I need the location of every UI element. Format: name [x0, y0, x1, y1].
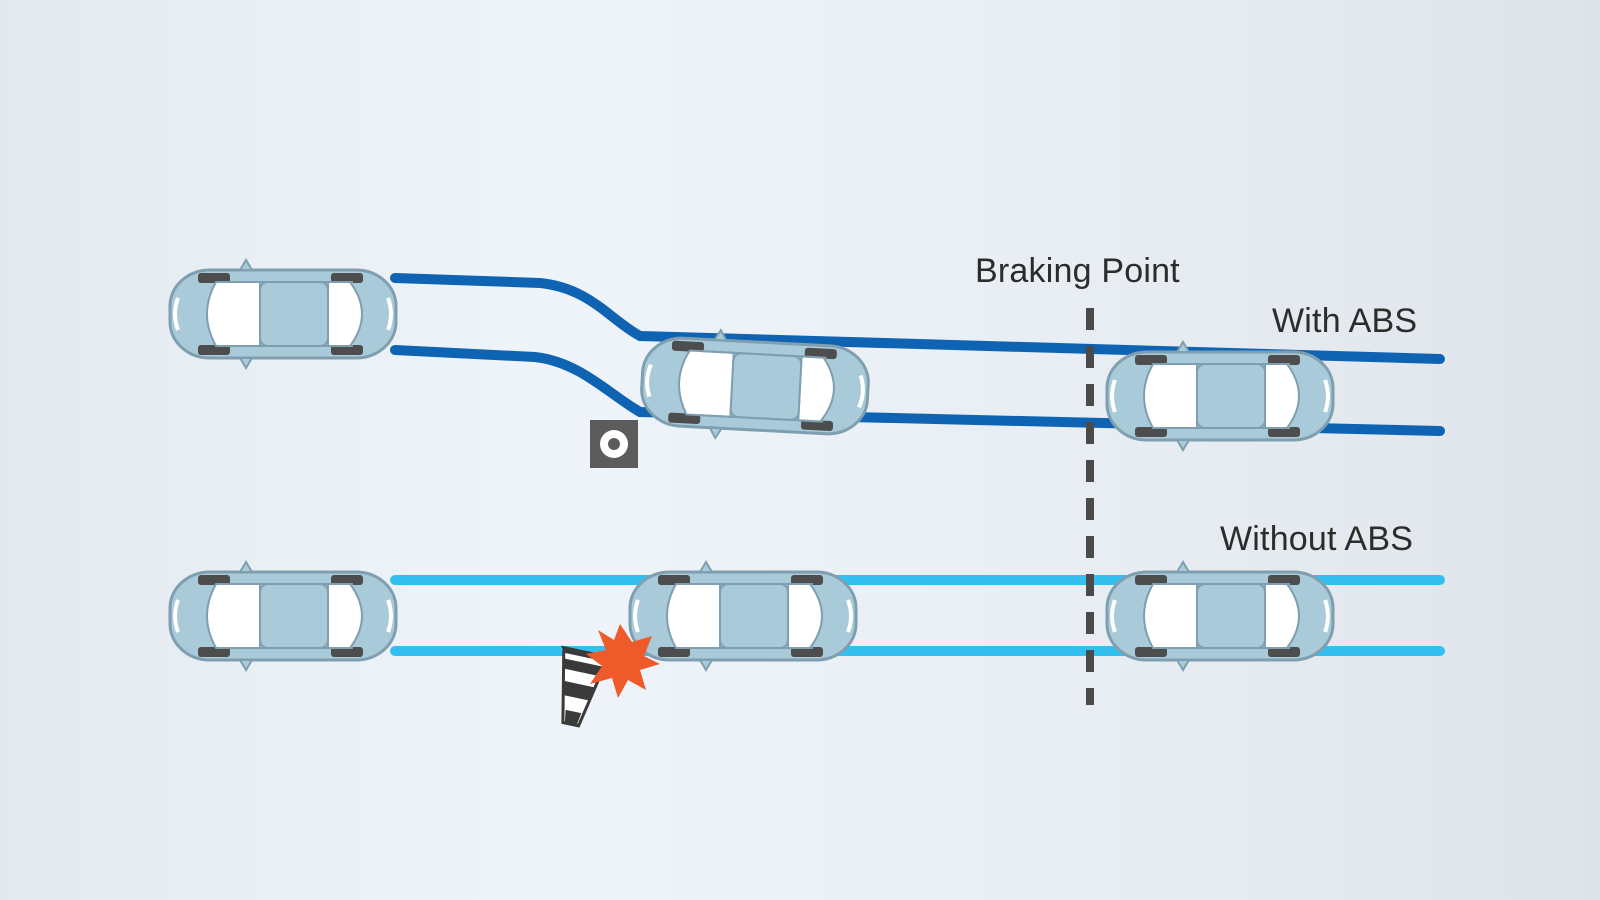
- with-abs-tracks: [390, 273, 1445, 436]
- traffic-cone-icon: [560, 645, 612, 728]
- car-with-abs-stopped: [1105, 340, 1335, 452]
- starburst-icon: [586, 624, 660, 698]
- with-abs-label: With ABS: [1272, 302, 1418, 340]
- car-without-abs-start: [168, 560, 398, 672]
- with-abs-track-lower: [390, 345, 1445, 436]
- ring-marker-icon: [590, 420, 638, 468]
- with-abs-track-upper: [390, 273, 1445, 364]
- braking-point-label: Braking Point: [975, 252, 1180, 290]
- car-without-abs-stopped: [1105, 560, 1335, 672]
- car-without-abs-collision: [628, 560, 858, 672]
- car-with-abs-start: [168, 258, 398, 370]
- without-abs-label: Without ABS: [1220, 520, 1414, 558]
